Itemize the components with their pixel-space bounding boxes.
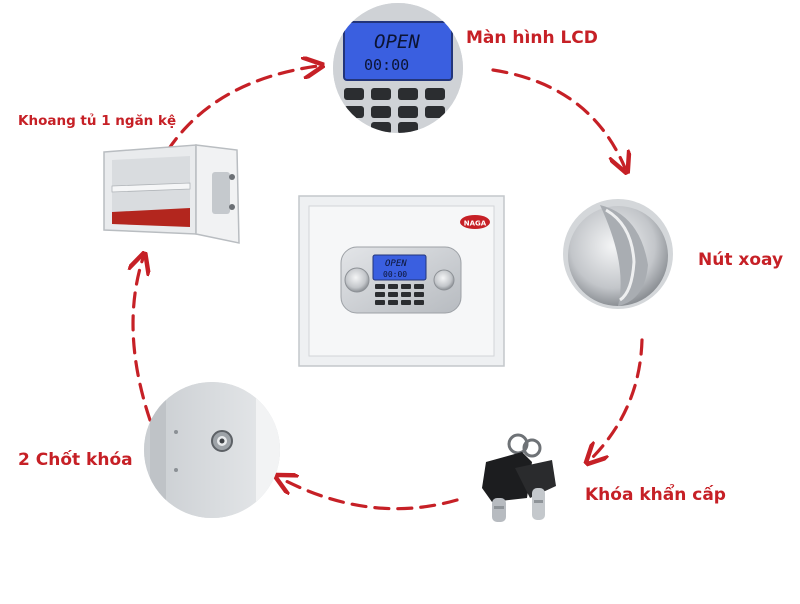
arrow-shelf-to-lcd (166, 66, 318, 152)
bolt-closeup (144, 382, 280, 518)
panel-lcd-line1: OPEN (385, 259, 407, 269)
central-safe: NAGA OPEN 00:00 (298, 195, 505, 367)
shelf-floor (112, 208, 190, 227)
open-safe-shelf (103, 144, 240, 244)
panel-knob-icon (344, 267, 370, 293)
key-head-icon (482, 452, 532, 502)
cycle-arrows (133, 66, 644, 511)
arrow-lcd-to-knob (491, 68, 625, 168)
brand-logo: NAGA (464, 220, 487, 228)
arrow-key-to-bolt (280, 478, 459, 511)
lcd-closeup: OPEN 00:00 (333, 3, 463, 133)
panel-keypad (375, 284, 424, 305)
label-lcd-screen: Màn hình LCD (466, 28, 598, 48)
panel-lcd (372, 254, 427, 281)
lcd-closeup-line2: 00:00 (364, 56, 409, 74)
label-rotary-knob: Nút xoay (698, 250, 784, 270)
lcd-closeup-line1: OPEN (374, 31, 420, 53)
emergency-keys (482, 433, 556, 522)
panel-lcd-line2: 00:00 (383, 270, 407, 279)
lcd-screen (344, 22, 452, 80)
label-two-bolts: 2 Chốt khóa (18, 450, 133, 470)
panel-knob-right-icon (433, 269, 455, 291)
arrow-knob-to-key (590, 338, 644, 460)
arrow-bolt-to-shelf (133, 258, 152, 422)
label-emergency-lock: Khóa khẩn cấp (585, 485, 726, 505)
rotary-knob-closeup (563, 199, 673, 309)
label-shelf-compartment: Khoang tủ 1 ngăn kệ (18, 113, 177, 129)
